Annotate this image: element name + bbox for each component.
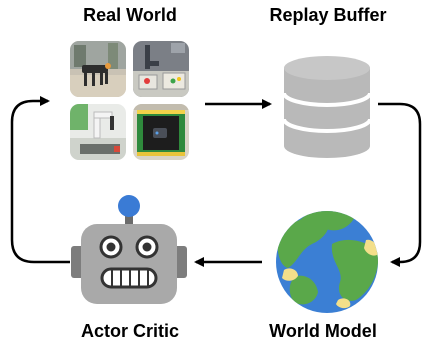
- actor-critic-label: Actor Critic: [80, 321, 179, 341]
- world-model-label: World Model: [269, 321, 377, 341]
- database-icon: [282, 56, 372, 158]
- photo-robot-arm-table: [70, 104, 126, 160]
- replay-buffer-label: Replay Buffer: [269, 5, 387, 25]
- photo-quadruped-robot: [70, 41, 126, 97]
- photo-robot-arena: [133, 104, 189, 160]
- arrow-buffer-to-model: [378, 102, 422, 267]
- globe-icon: [276, 211, 378, 313]
- real-world-label: Real World: [83, 5, 177, 25]
- photo-robot-arm-bins: [133, 41, 189, 97]
- robot-icon: [71, 195, 187, 304]
- arrow-actor-to-real: [10, 96, 70, 264]
